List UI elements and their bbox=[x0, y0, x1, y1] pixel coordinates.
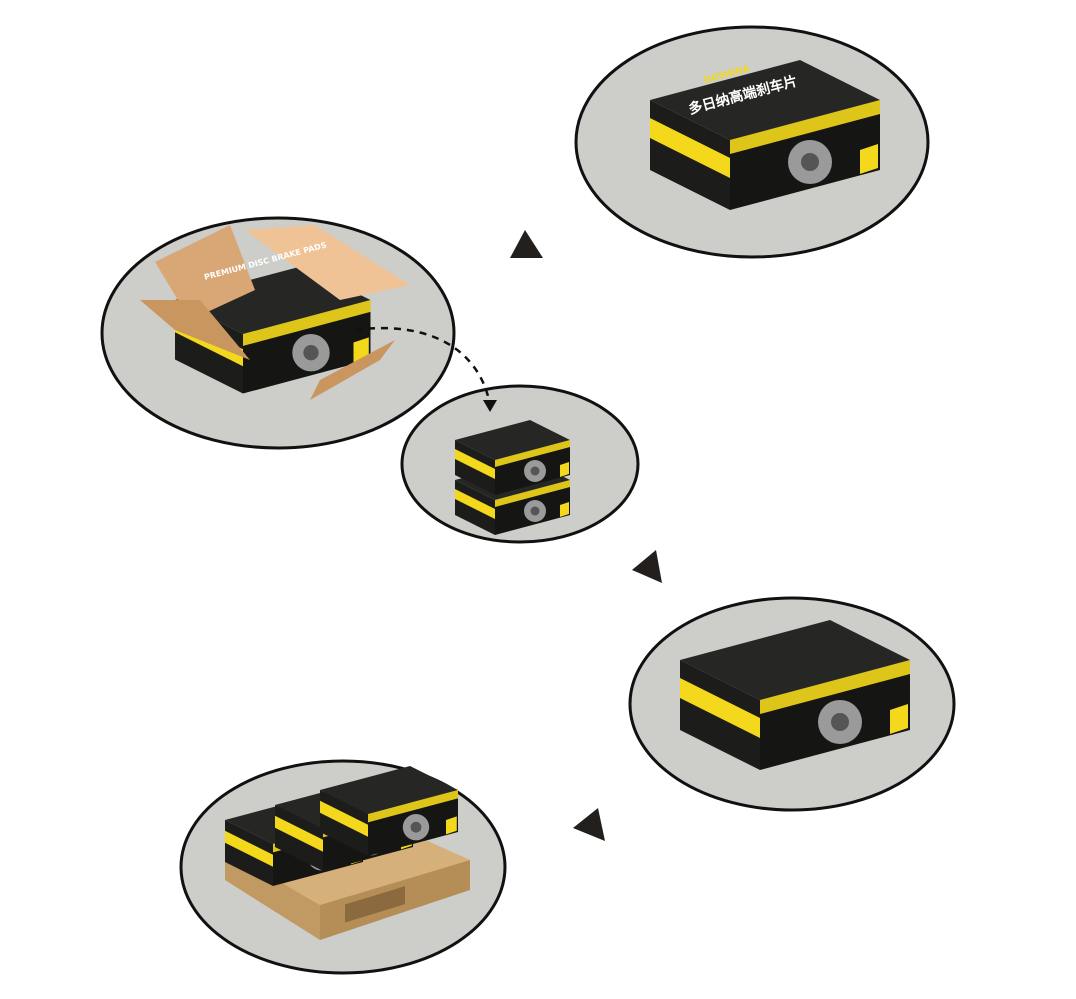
step-master-carton bbox=[628, 596, 956, 812]
step-single-box: DUSHINA 多日纳高端刹车片 bbox=[574, 25, 930, 259]
step-outer-carton bbox=[400, 384, 640, 544]
flow-arrow-icon bbox=[510, 230, 543, 258]
flow-arrow-icon bbox=[573, 808, 605, 841]
flow-arrow-icon bbox=[632, 550, 662, 583]
dashed-arrow-head-icon bbox=[483, 400, 497, 412]
step-inner-box-packing: PREMIUM DISC BRAKE PADS bbox=[100, 216, 456, 450]
step-palletized bbox=[179, 759, 507, 975]
dashed-arrow bbox=[354, 326, 492, 406]
